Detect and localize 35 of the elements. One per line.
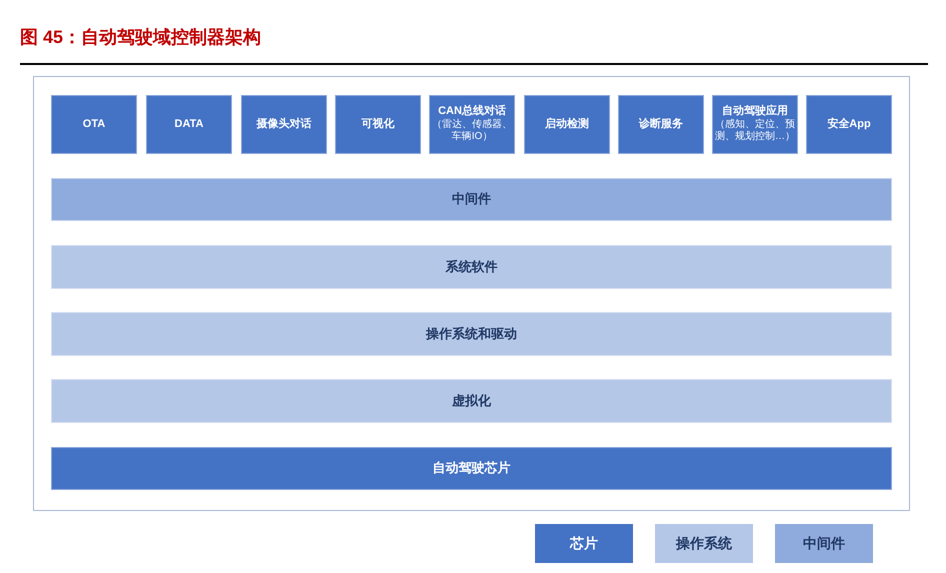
module-label: 可视化 bbox=[362, 118, 394, 132]
module-label: 诊断服务 bbox=[639, 118, 683, 132]
app-module-box bbox=[524, 95, 610, 154]
figure-title: 图 45：自动驾驶域控制器架构 bbox=[20, 26, 262, 49]
module-label: 自动驾驶应用 bbox=[722, 105, 788, 118]
software-layer-bar bbox=[51, 312, 892, 356]
software-layer-bar bbox=[51, 379, 892, 423]
layer-label: 中间件 bbox=[452, 191, 491, 208]
layer-label: 自动驾驶芯片 bbox=[432, 460, 510, 477]
layer-label: 虚拟化 bbox=[452, 392, 491, 410]
chip-layer-bar bbox=[51, 447, 892, 490]
layer-label: 系统软件 bbox=[446, 258, 498, 276]
module-label: 安全App bbox=[827, 118, 871, 132]
app-module-box bbox=[712, 95, 798, 154]
app-module-box bbox=[146, 95, 232, 154]
layer-label: 操作系统和驱动 bbox=[426, 326, 517, 342]
legend-key: 芯片 bbox=[535, 524, 633, 563]
module-label: DATA bbox=[174, 118, 204, 132]
architecture-frame bbox=[33, 76, 910, 511]
module-label: OTA bbox=[82, 118, 106, 132]
app-module-box bbox=[618, 95, 704, 154]
software-layer-bar bbox=[51, 245, 892, 289]
module-label: 启动检测 bbox=[545, 118, 589, 132]
module-detail: （感知、定位、预测、规划控制…） bbox=[714, 118, 796, 144]
module-label: 摄像头对话 bbox=[256, 118, 312, 132]
legend-key: 操作系统 bbox=[655, 524, 753, 563]
app-module-box bbox=[241, 95, 327, 154]
app-module-box bbox=[335, 95, 421, 154]
app-module-box bbox=[429, 95, 515, 154]
app-module-box bbox=[51, 95, 137, 154]
legend-key: 中间件 bbox=[775, 524, 873, 563]
app-module-box bbox=[806, 95, 892, 154]
module-label: CAN总线对话 bbox=[438, 105, 506, 118]
module-detail: （雷达、传感器、车辆IO） bbox=[431, 118, 513, 144]
middleware-layer-bar bbox=[51, 178, 892, 221]
